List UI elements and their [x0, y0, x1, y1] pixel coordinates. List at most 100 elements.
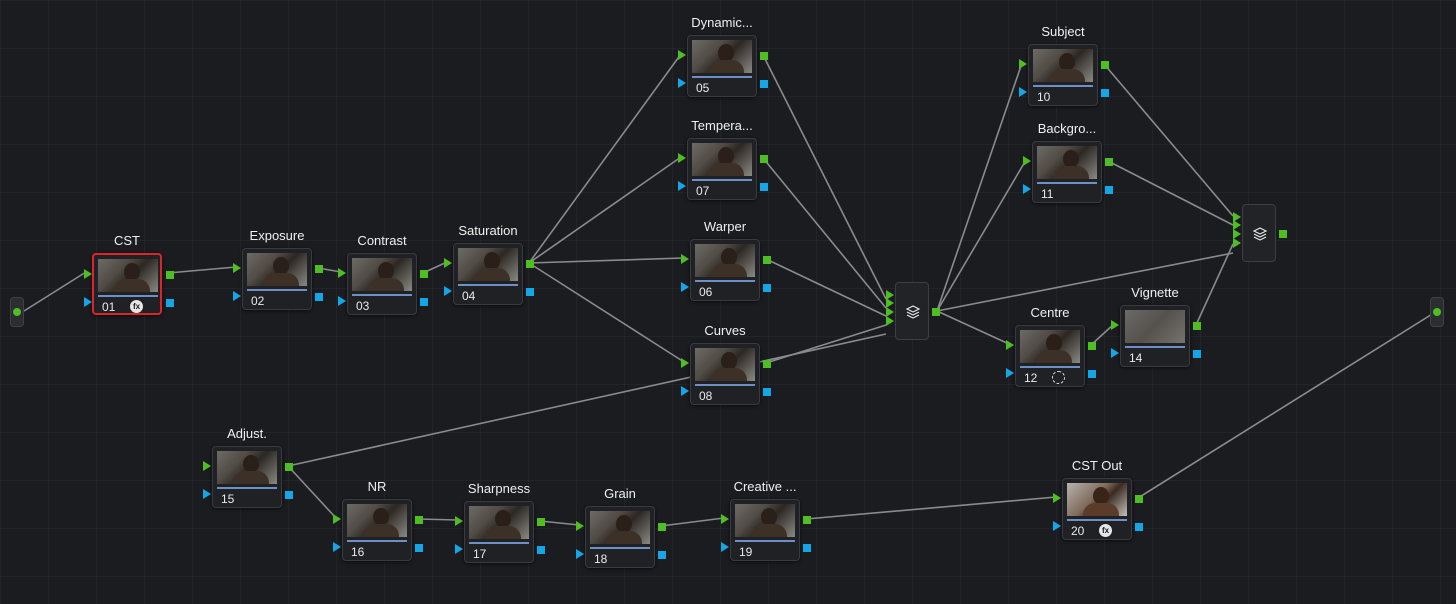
- rgb-input-pin[interactable]: [681, 254, 689, 264]
- key-input-pin[interactable]: [233, 291, 241, 301]
- rgb-input-pin[interactable]: [576, 521, 584, 531]
- rgb-input-pin[interactable]: [1006, 340, 1014, 350]
- key-output-pin[interactable]: [803, 544, 811, 552]
- key-input-pin[interactable]: [1111, 348, 1119, 358]
- rgb-output-pin[interactable]: [760, 155, 768, 163]
- node-16[interactable]: 16: [333, 499, 423, 561]
- rgb-input-pin[interactable]: [233, 263, 241, 273]
- layer-mixer-node[interactable]: [886, 282, 940, 340]
- rgb-output-pin[interactable]: [1193, 322, 1201, 330]
- rgb-input-pin[interactable]: [678, 50, 686, 60]
- rgb-output-pin[interactable]: [526, 260, 534, 268]
- rgb-input-pin[interactable]: [1053, 493, 1061, 503]
- rgb-input-pin[interactable]: [455, 516, 463, 526]
- rgb-output-pin[interactable]: [1135, 495, 1143, 503]
- rgb-input-pin[interactable]: [1019, 59, 1027, 69]
- key-input-pin[interactable]: [576, 549, 584, 559]
- rgb-output-pin[interactable]: [803, 516, 811, 524]
- mixer-input-pin[interactable]: [1233, 229, 1241, 239]
- rgb-input-pin[interactable]: [203, 461, 211, 471]
- rgb-input-pin[interactable]: [338, 268, 346, 278]
- endpoint-pin[interactable]: [13, 308, 21, 316]
- mixer-output-pin[interactable]: [932, 308, 940, 316]
- key-output-pin[interactable]: [166, 299, 174, 307]
- node-17[interactable]: 17: [455, 501, 545, 563]
- node-15[interactable]: 15: [203, 446, 293, 508]
- rgb-input-pin[interactable]: [681, 358, 689, 368]
- node-02[interactable]: 02: [233, 248, 323, 310]
- key-output-pin[interactable]: [1088, 370, 1096, 378]
- mixer-input-pin[interactable]: [886, 316, 894, 326]
- key-input-pin[interactable]: [721, 542, 729, 552]
- node-08[interactable]: 08: [681, 343, 771, 405]
- rgb-output-pin[interactable]: [315, 265, 323, 273]
- rgb-output-pin[interactable]: [763, 360, 771, 368]
- node-14[interactable]: 14: [1111, 305, 1201, 367]
- key-output-pin[interactable]: [1193, 350, 1201, 358]
- key-input-pin[interactable]: [681, 386, 689, 396]
- mixer-input-pin[interactable]: [1233, 238, 1241, 248]
- node-05[interactable]: 05: [678, 35, 768, 97]
- node-18[interactable]: 18: [576, 506, 666, 568]
- key-output-pin[interactable]: [526, 288, 534, 296]
- node-04[interactable]: 04: [444, 243, 534, 305]
- rgb-output-pin[interactable]: [285, 463, 293, 471]
- layer-mixer-node[interactable]: [1233, 204, 1287, 262]
- source-input-node[interactable]: [10, 297, 24, 327]
- rgb-output-pin[interactable]: [1088, 342, 1096, 350]
- key-input-pin[interactable]: [1019, 87, 1027, 97]
- key-input-pin[interactable]: [681, 282, 689, 292]
- node-07[interactable]: 07: [678, 138, 768, 200]
- rgb-input-pin[interactable]: [1111, 320, 1119, 330]
- rgb-output-pin[interactable]: [1101, 61, 1109, 69]
- rgb-output-pin[interactable]: [760, 52, 768, 60]
- key-input-pin[interactable]: [455, 544, 463, 554]
- key-output-pin[interactable]: [1101, 89, 1109, 97]
- key-output-pin[interactable]: [658, 551, 666, 559]
- key-output-pin[interactable]: [763, 388, 771, 396]
- key-input-pin[interactable]: [1006, 368, 1014, 378]
- key-output-pin[interactable]: [760, 80, 768, 88]
- key-output-pin[interactable]: [415, 544, 423, 552]
- key-input-pin[interactable]: [1053, 521, 1061, 531]
- endpoint-pin[interactable]: [1433, 308, 1441, 316]
- rgb-output-pin[interactable]: [420, 270, 428, 278]
- rgb-input-pin[interactable]: [1023, 156, 1031, 166]
- key-output-pin[interactable]: [760, 183, 768, 191]
- node-11[interactable]: 11: [1023, 141, 1113, 203]
- rgb-output-pin[interactable]: [415, 516, 423, 524]
- key-output-pin[interactable]: [1135, 523, 1143, 531]
- mixer-input-pin[interactable]: [886, 298, 894, 308]
- rgb-input-pin[interactable]: [721, 514, 729, 524]
- rgb-output-pin[interactable]: [763, 256, 771, 264]
- key-input-pin[interactable]: [84, 297, 92, 307]
- key-output-pin[interactable]: [537, 546, 545, 554]
- node-10[interactable]: 10: [1019, 44, 1109, 106]
- mixer-input-pin[interactable]: [886, 290, 894, 300]
- mixer-output-pin[interactable]: [1279, 230, 1287, 238]
- key-output-pin[interactable]: [763, 284, 771, 292]
- rgb-output-pin[interactable]: [537, 518, 545, 526]
- node-19[interactable]: 19: [721, 499, 811, 561]
- rgb-output-pin[interactable]: [1105, 158, 1113, 166]
- node-06[interactable]: 06: [681, 239, 771, 301]
- key-input-pin[interactable]: [678, 78, 686, 88]
- rgb-output-pin[interactable]: [166, 271, 174, 279]
- rgb-input-pin[interactable]: [84, 269, 92, 279]
- rgb-input-pin[interactable]: [444, 258, 452, 268]
- key-input-pin[interactable]: [333, 542, 341, 552]
- key-input-pin[interactable]: [678, 181, 686, 191]
- key-output-pin[interactable]: [420, 298, 428, 306]
- mixer-input-pin[interactable]: [886, 307, 894, 317]
- key-input-pin[interactable]: [338, 296, 346, 306]
- key-output-pin[interactable]: [315, 293, 323, 301]
- rgb-output-pin[interactable]: [658, 523, 666, 531]
- node-12[interactable]: 12: [1006, 325, 1096, 387]
- key-input-pin[interactable]: [444, 286, 452, 296]
- node-03[interactable]: 03: [338, 253, 428, 315]
- rgb-input-pin[interactable]: [333, 514, 341, 524]
- mixer-input-pin[interactable]: [1233, 212, 1241, 222]
